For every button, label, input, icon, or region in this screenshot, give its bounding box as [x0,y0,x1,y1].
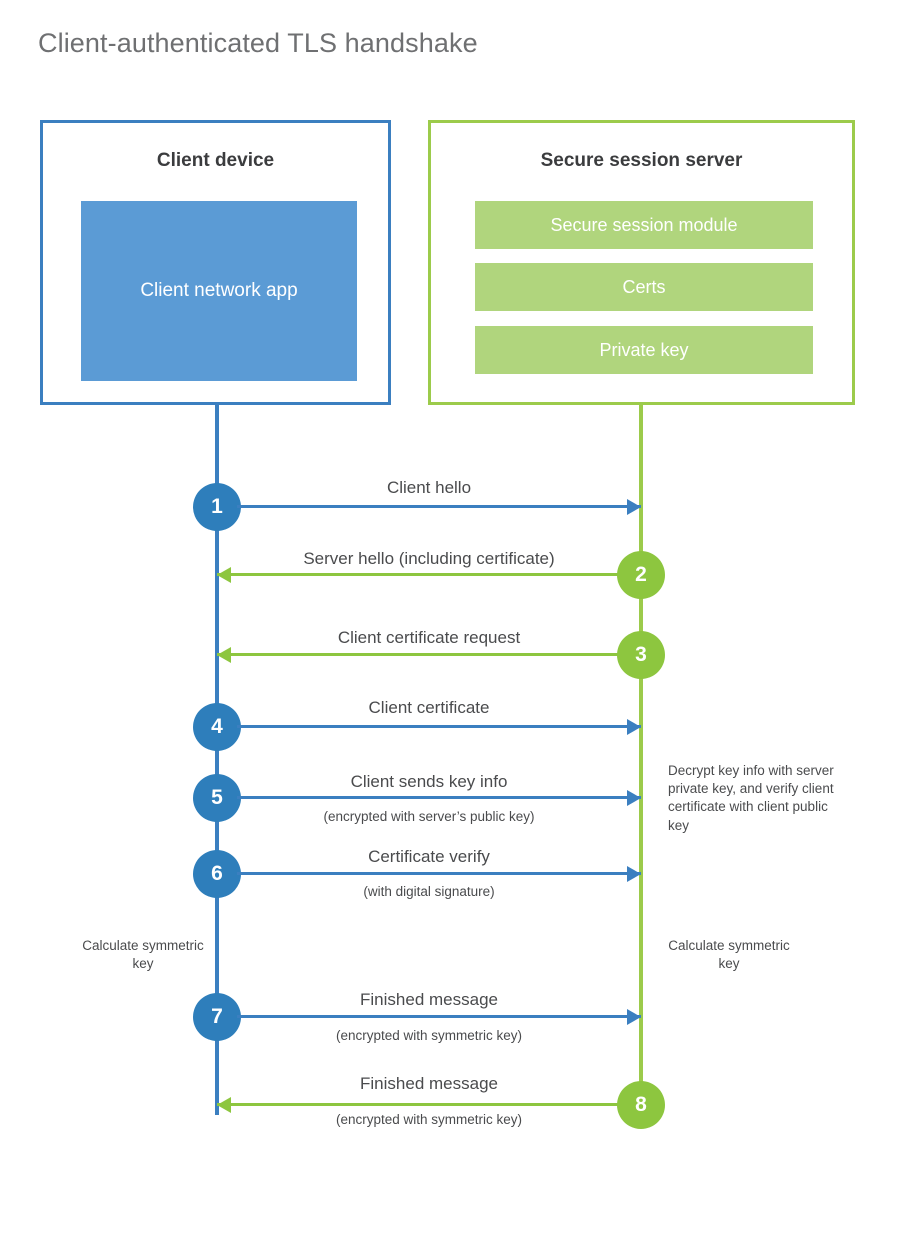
step-circle-1: 1 [193,483,241,531]
arrow-shaft-step-2 [217,573,621,576]
arrow-head-step-2 [217,567,231,583]
step-circle-4: 4 [193,703,241,751]
client-lifeline [215,405,219,1115]
server-lifeline [639,405,643,1108]
step-circle-6: 6 [193,850,241,898]
arrow-sublabel-step-8: (encrypted with symmetric key) [335,1112,523,1127]
arrow-sublabel-step-5: (encrypted with server’s public key) [323,809,535,824]
arrow-shaft-step-3 [217,653,621,656]
step-circle-7: 7 [193,993,241,1041]
secure-session-server-title: Secure session server [540,150,743,171]
arrow-shaft-step-7 [237,1015,641,1018]
arrow-head-step-6 [627,866,641,882]
step-circle-5: 5 [193,774,241,822]
arrow-label-step-1: Client hello [386,478,472,497]
server-module-certs: Certs [475,263,813,311]
arrow-label-step-8: Finished message [360,1074,498,1093]
client-device-title: Client device [156,150,275,171]
step-circle-8: 8 [617,1081,665,1129]
arrow-sublabel-step-6: (with digital signature) [363,884,495,899]
arrow-head-step-1 [627,499,641,515]
arrow-head-step-8 [217,1097,231,1113]
server-module-private-key: Private key [475,326,813,374]
arrow-head-step-5 [627,790,641,806]
server-calculate-symmetric-key-note: Calculate symmetric key [668,938,790,972]
server-decrypt-note: Decrypt key info with server private key… [668,763,834,833]
arrow-label-step-4: Client certificate [368,698,490,717]
client-network-app-block: Client network app [81,201,357,381]
server-module-secure-session-module: Secure session module [475,201,813,249]
secure-session-server-box: Secure session server Secure session mod… [428,120,855,405]
page-title: Client-authenticated TLS handshake [38,28,478,58]
arrow-label-step-5: Client sends key info [350,772,508,791]
client-device-box: Client device Client network app [40,120,391,405]
step-circle-2: 2 [617,551,665,599]
arrow-head-step-7 [627,1009,641,1025]
arrow-shaft-step-4 [237,725,641,728]
arrow-label-step-2: Server hello (including certificate) [303,549,555,568]
arrow-shaft-step-5 [237,796,641,799]
arrow-shaft-step-1 [237,505,641,508]
arrow-label-step-3: Client certificate request [337,628,521,647]
arrow-head-step-3 [217,647,231,663]
arrow-sublabel-step-7: (encrypted with symmetric key) [335,1028,523,1043]
arrow-shaft-step-6 [237,872,641,875]
arrow-shaft-step-8 [217,1103,621,1106]
step-circle-3: 3 [617,631,665,679]
client-calculate-symmetric-key-note: Calculate symmetric key [82,938,204,972]
arrow-label-step-7: Finished message [360,990,498,1009]
arrow-head-step-4 [627,719,641,735]
arrow-label-step-6: Certificate verify [368,847,490,866]
